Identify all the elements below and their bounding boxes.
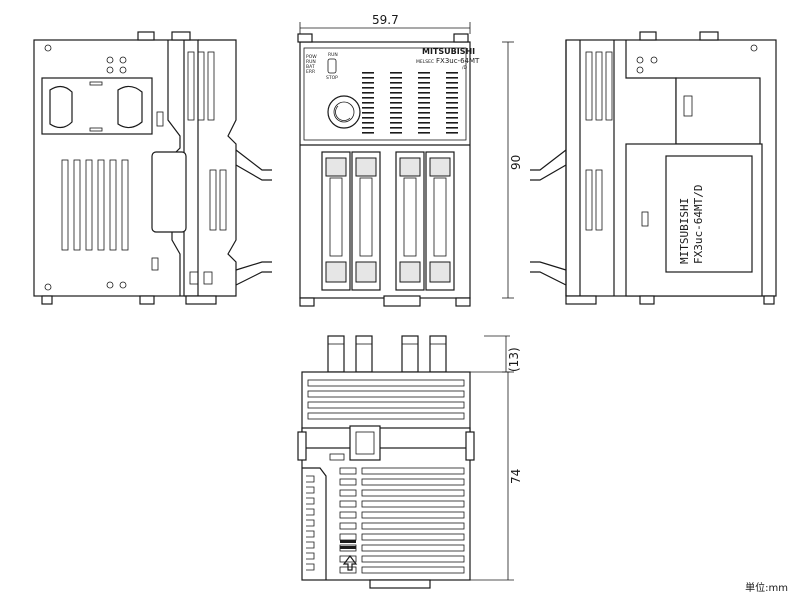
network-port	[349, 425, 381, 461]
series-badge: MELSEC	[416, 59, 434, 65]
io-indicator-columns	[362, 72, 458, 134]
height-value: 90	[509, 155, 523, 170]
led-bat-label: BAT	[306, 64, 315, 70]
bottom-view	[297, 335, 475, 589]
side-label-brand: MITSUBISHI	[678, 198, 691, 264]
led-run-label: RUN	[306, 59, 316, 65]
led-pow-label: POW	[306, 54, 317, 60]
height-dimension: 90	[502, 41, 523, 299]
width-dimension: 59.7	[299, 13, 471, 34]
connector-port	[327, 95, 361, 129]
depth-value: 74	[509, 469, 523, 484]
side-label: MITSUBISHI FX3uc-64MT/D	[678, 185, 705, 264]
led-err-label: ERR	[306, 69, 315, 75]
model-suffix: /D	[462, 65, 468, 71]
up-arrow-icon	[342, 555, 358, 571]
protrusion-value: (13)	[507, 347, 521, 372]
switch-run-label: RUN	[328, 52, 338, 58]
protrusion-dimension: (13)	[470, 335, 521, 373]
front-view: POW RUN BAT ERR RUN STOP MITSUBISHI MELS…	[297, 33, 480, 307]
left-vents	[61, 159, 129, 251]
brand-logo: MITSUBISHI	[422, 47, 475, 56]
right-side-view: MITSUBISHI FX3uc-64MT/D	[530, 31, 777, 305]
protruding-connectors	[327, 335, 447, 373]
io-connectors	[321, 151, 455, 291]
left-side-view	[33, 31, 272, 305]
side-lugs	[302, 467, 327, 580]
switch-stop-label: STOP	[326, 75, 338, 81]
led-labels: POW RUN BAT ERR	[306, 54, 317, 75]
width-value: 59.7	[372, 13, 399, 27]
side-label-model: FX3uc-64MT/D	[692, 185, 705, 264]
model-name: FX3uc-64MT	[436, 57, 480, 65]
unit-label: 単位:mm	[745, 583, 788, 594]
depth-dimension: 74	[470, 371, 523, 581]
run-stop-switch[interactable]	[327, 58, 337, 74]
